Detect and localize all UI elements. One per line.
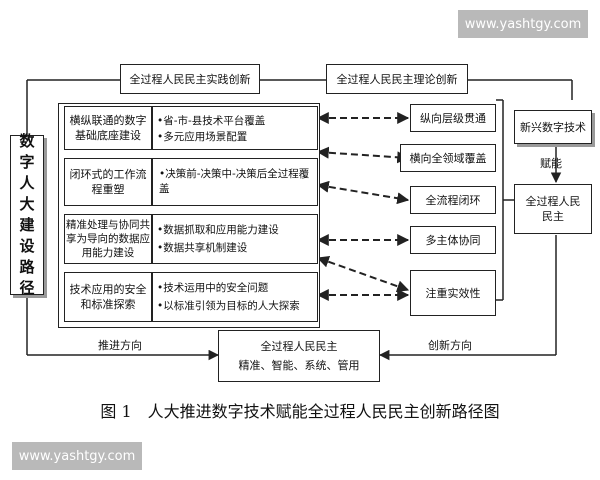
practice-innovation-label: 全过程人民民主实践创新: [129, 72, 251, 86]
path-title-3-text: 精准处理与协同共享为导向的数据应用能力建设: [66, 219, 150, 259]
outcome-5: 注重实效性: [410, 270, 496, 316]
bottom-goal-subtitle: 精准、智能、系统、管用: [238, 359, 360, 372]
theory-innovation-label: 全过程人民民主理论创新: [336, 72, 458, 86]
whole-process-democracy-box: 全过程人民民主: [514, 184, 592, 234]
push-direction-label: 推进方向: [98, 339, 142, 352]
path-title-4-text: 技术应用的安全和标准探索: [69, 283, 147, 311]
path-detail-3: •数据抓取和应用能力建设 •数据共享机制建设: [152, 214, 318, 264]
watermark-top: www.yashtgy.com: [458, 10, 588, 38]
digital-npc-path-label: 数字人大建设路径: [19, 132, 35, 297]
path-title-2-text: 闭环式的工作流程重塑: [69, 168, 147, 196]
path-3-bullet-2: •数据共享机制建设: [157, 242, 248, 254]
theory-innovation-box: 全过程人民民主理论创新: [326, 64, 468, 94]
path-2-bullet-1: •决策前-决策中-决策后全过程覆盖: [159, 168, 310, 195]
path-detail-4: •技术运用中的安全问题 •以标准引领为目标的人大探索: [152, 272, 318, 322]
outcome-2-label: 横向全领域覆盖: [409, 151, 487, 165]
outcome-3: 全流程闭环: [410, 186, 496, 214]
emerging-tech-label: 新兴数字技术: [520, 120, 586, 134]
empower-label: 赋能: [540, 157, 562, 170]
bottom-goal-box: 全过程人民民主 精准、智能、系统、管用: [218, 330, 380, 382]
watermark-top-text: www.yashtgy.com: [464, 16, 582, 32]
outcome-4: 多主体协同: [410, 226, 496, 254]
practice-innovation-box: 全过程人民民主实践创新: [120, 64, 260, 94]
whole-process-democracy-label: 全过程人民民主: [525, 195, 581, 223]
figure-caption: 图 1 人大推进数字技术赋能全过程人民民主创新路径图: [100, 402, 500, 421]
path-title-1: 横纵联通的数字基础底座建设: [64, 106, 152, 150]
outcome-2: 横向全领域覆盖: [400, 144, 496, 172]
path-title-2: 闭环式的工作流程重塑: [64, 158, 152, 206]
path-title-4: 技术应用的安全和标准探索: [64, 272, 152, 322]
outcome-1: 纵向层级贯通: [410, 104, 496, 132]
outcome-1-label: 纵向层级贯通: [420, 111, 486, 125]
outcome-4-label: 多主体协同: [425, 233, 481, 247]
emerging-tech-box: 新兴数字技术: [514, 110, 592, 144]
watermark-bottom: www.yashtgy.com: [12, 442, 142, 470]
path-1-bullet-1: •省-市-县技术平台覆盖: [157, 115, 266, 127]
path-1-bullet-2: •多元应用场景配置: [157, 131, 248, 143]
outcome-3-label: 全流程闭环: [425, 193, 481, 207]
path-title-1-text: 横纵联通的数字基础底座建设: [69, 114, 147, 142]
path-title-3: 精准处理与协同共享为导向的数据应用能力建设: [64, 214, 152, 264]
path-4-bullet-1: •技术运用中的安全问题: [157, 282, 269, 294]
path-detail-2: •决策前-决策中-决策后全过程覆盖: [152, 158, 318, 206]
innovation-direction-label: 创新方向: [428, 339, 472, 352]
watermark-bottom-text: www.yashtgy.com: [18, 448, 136, 464]
bottom-goal-title: 全过程人民民主: [260, 340, 338, 353]
outcome-5-label: 注重实效性: [425, 286, 481, 300]
digital-npc-path-box: 数字人大建设路径: [10, 132, 44, 297]
path-4-bullet-2: •以标准引领为目标的人大探索: [157, 300, 300, 312]
path-detail-1: •省-市-县技术平台覆盖 •多元应用场景配置: [152, 106, 318, 150]
path-3-bullet-1: •数据抓取和应用能力建设: [157, 224, 279, 236]
